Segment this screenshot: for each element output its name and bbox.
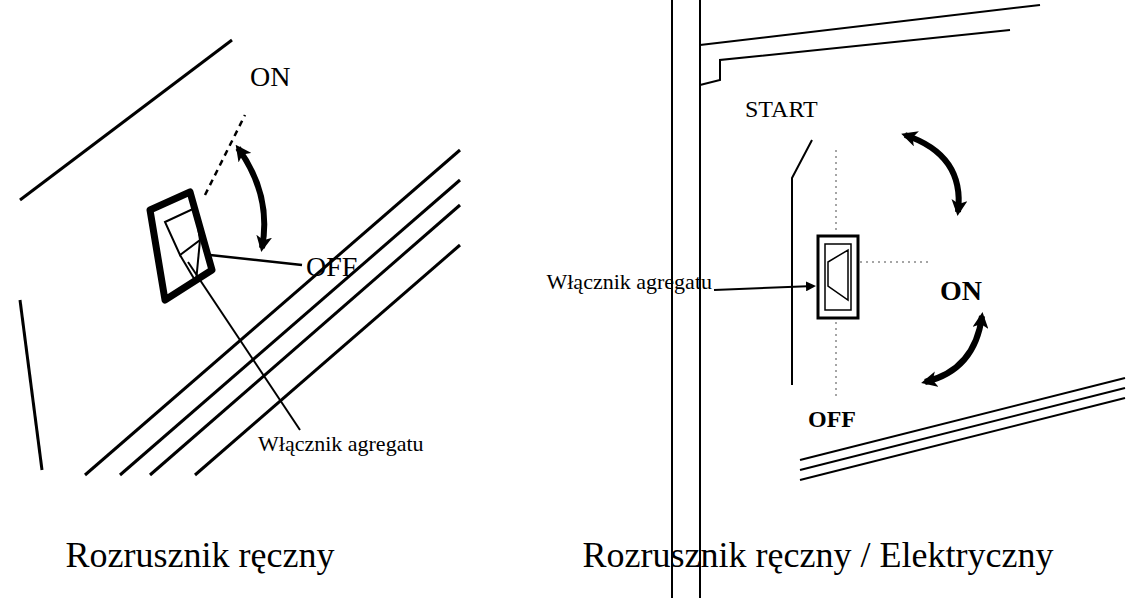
leader-line	[714, 286, 814, 290]
panel-edge	[800, 388, 1125, 470]
caption-text: Rozrusznik ręczny / Elektryczny	[583, 536, 1054, 576]
toggle-arrow	[925, 316, 982, 382]
leader-line	[188, 262, 300, 430]
position-line	[835, 322, 837, 398]
panel-edge	[20, 40, 232, 200]
position-label: ON	[250, 62, 290, 93]
toggle-arrow	[238, 148, 264, 248]
part-name: Włącznik agregatu	[546, 270, 712, 294]
off-position-line	[210, 255, 302, 265]
position-label: START	[745, 96, 818, 122]
panel-edge	[700, 5, 1040, 45]
part-name: Włącznik agregatu	[258, 432, 424, 456]
position-line	[860, 261, 930, 263]
panel-edge	[800, 378, 1125, 460]
rocker-switch	[818, 236, 858, 318]
panel-edge	[792, 140, 812, 385]
panel-edge	[700, 30, 1010, 85]
panel-edge	[671, 0, 673, 598]
position-line	[835, 150, 837, 232]
panel-edge	[85, 150, 460, 475]
position-label: ON	[940, 276, 982, 307]
position-label: OFF	[306, 252, 357, 283]
caption-text: Rozrusznik ręczny	[66, 536, 335, 576]
toggle-arrow	[905, 135, 959, 212]
panel-edge	[20, 300, 42, 470]
panel-edge	[800, 398, 1125, 480]
panel-edge	[120, 180, 460, 475]
panel-edge	[699, 0, 701, 598]
on-position-line	[205, 115, 245, 195]
position-label: OFF	[808, 406, 856, 432]
panel-edge	[195, 245, 460, 475]
